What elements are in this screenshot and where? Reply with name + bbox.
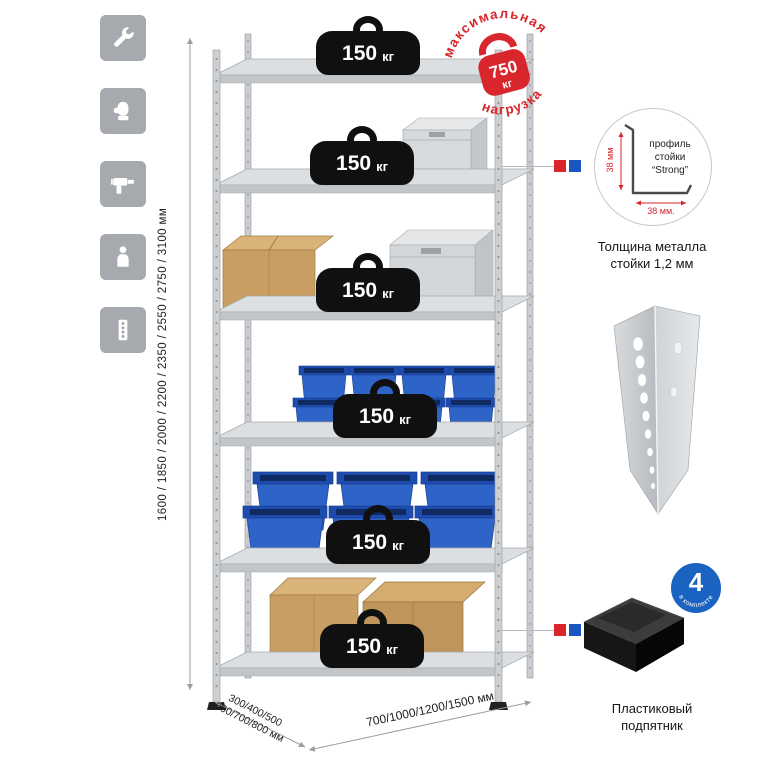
profile-caption: Толщина металла стойки 1,2 мм — [562, 238, 742, 272]
shelf-load-badge: 150 кг — [333, 379, 437, 438]
red-square-marker — [554, 160, 566, 172]
shelf-load-badge: 150 кг — [326, 505, 430, 564]
load-value: 150 — [336, 151, 372, 175]
load-unit: кг — [386, 642, 398, 657]
shelf-load-badge: 150 кг — [316, 253, 420, 312]
badge-number: 4 — [689, 567, 704, 597]
load-value: 150 — [342, 41, 378, 65]
load-value: 150 — [342, 278, 378, 302]
profile-dim-vertical: 38 мм — [605, 147, 615, 173]
red-square-marker — [554, 624, 566, 636]
callout-connector-top — [502, 166, 554, 167]
profile-text-line2: стойки — [654, 152, 686, 163]
load-unit: кг — [382, 286, 394, 301]
stamp-weight-handle — [478, 33, 518, 56]
profile-text-line1: профиль — [649, 139, 691, 150]
stamp-weight-body — [478, 49, 530, 96]
rack-post-icon — [118, 319, 128, 341]
blue-square-marker — [569, 160, 581, 172]
profile-caption-line1: Толщина металла — [597, 239, 707, 254]
load-unit: кг — [376, 159, 388, 174]
person-icon — [117, 246, 129, 267]
sidebar-icon-box — [100, 161, 146, 207]
callout-connector-bottom — [502, 630, 554, 631]
profile-caption-line2: стойки 1,2 мм — [610, 256, 694, 271]
post-profile-callout: профиль стойки “Strong” 38 мм 38 мм. — [594, 108, 712, 226]
height-dimension-line — [187, 38, 193, 690]
base-dimension-lines — [214, 700, 532, 752]
sidebar-icon-box — [100, 15, 146, 61]
sidebar-icon-box — [100, 88, 146, 134]
blue-square-marker — [569, 624, 581, 636]
stamp-unit: кг — [501, 77, 514, 91]
max-load-stamp: максимальная нагрузка 750 кг — [440, 8, 553, 124]
load-value: 150 — [346, 634, 382, 658]
height-dimension-label: 1600 / 1850 / 2000 / 2200 / 2350 / 2550 … — [157, 207, 169, 521]
plastic-foot-image — [583, 597, 685, 672]
load-unit: кг — [399, 412, 411, 427]
sidebar-icon-box — [100, 307, 146, 353]
included-count-badge: 4 в комплекте — [669, 561, 723, 615]
gloves-icon — [113, 101, 129, 121]
shelf-load-badge: 150 кг — [310, 126, 414, 185]
wrench-icon — [114, 27, 134, 47]
corner-post-image — [613, 305, 701, 516]
shelf-load-badge: 150 кг — [320, 609, 424, 668]
load-value: 150 — [359, 404, 395, 428]
profile-text-line3: “Strong” — [651, 165, 689, 176]
foot-caption-line2: подпятник — [621, 718, 683, 733]
load-unit: кг — [392, 538, 404, 553]
profile-dim-horizontal: 38 мм. — [647, 206, 675, 216]
load-unit: кг — [382, 49, 394, 64]
drill-icon — [111, 178, 134, 194]
post-profile-drawing — [618, 123, 693, 206]
foot-caption-line1: Пластиковый — [611, 701, 693, 716]
shelf-load-badge: 150 кг — [316, 16, 420, 75]
foot-caption: Пластиковый подпятник — [562, 700, 742, 734]
load-value: 150 — [352, 530, 388, 554]
sidebar-icon-box — [100, 234, 146, 280]
